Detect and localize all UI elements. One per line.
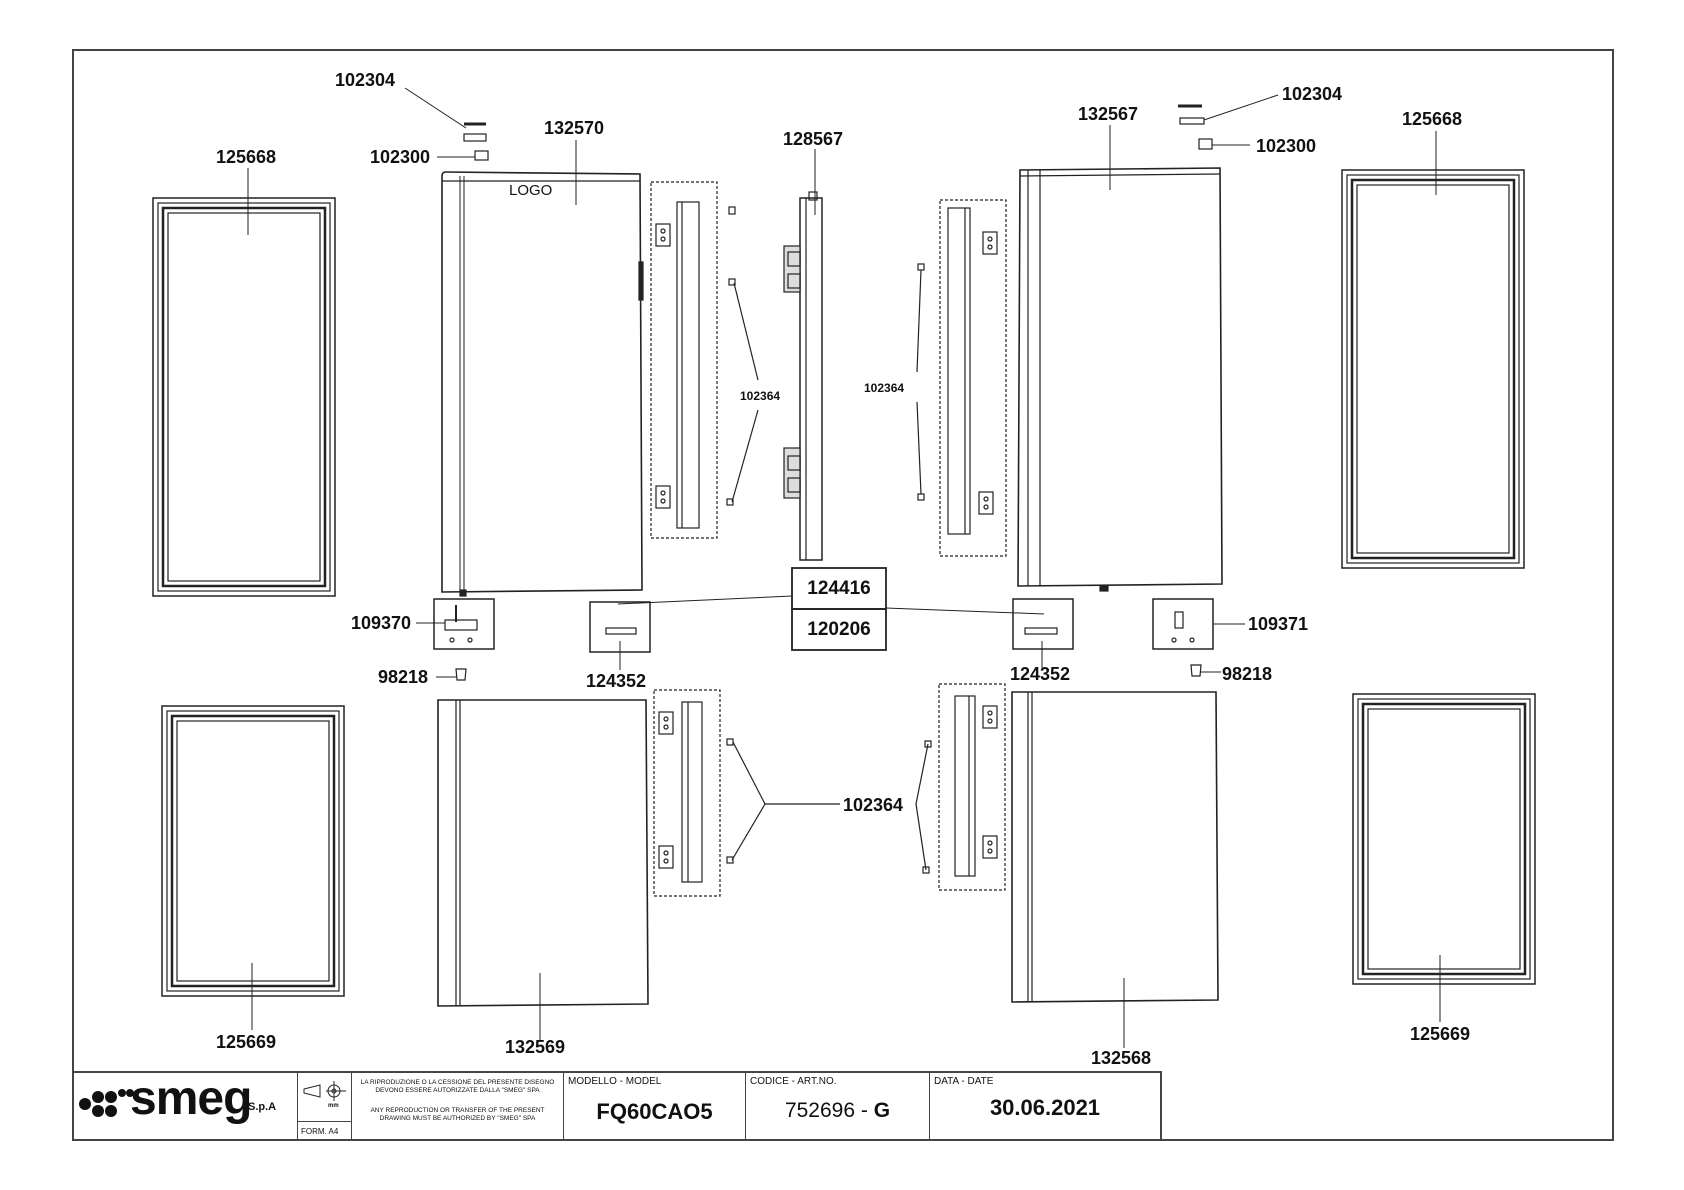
projection-cell: mm FORM. A4 [298, 1073, 352, 1141]
gasket-125668-right [1341, 169, 1525, 569]
date-value: 30.06.2021 [989, 1095, 1101, 1120]
notice-italian: LA RIPRODUZIONE O LA CESSIONE DEL PRESEN… [360, 1079, 555, 1094]
label-98218-right: 98218 [1222, 664, 1273, 684]
label-132569: 132569 [505, 1037, 566, 1057]
label-132568: 132568 [1091, 1048, 1152, 1068]
model-value: FQ60CAO5 [596, 1099, 713, 1124]
hinge-109370 [433, 598, 495, 650]
bracket-102304-left [463, 122, 487, 142]
ref-box-120206 [791, 608, 887, 651]
title-block: smeg S.p.A mm FORM. A4 LA RIPRODUZIONE O… [72, 1071, 1162, 1141]
handle-assembly-top-left [650, 181, 718, 539]
part-102300-left [474, 150, 489, 161]
label-128567: 128567 [783, 129, 844, 149]
label-125668-left: 125668 [216, 147, 277, 167]
model-cell: MODELLO - MODEL FQ60CAO5 [564, 1073, 746, 1141]
hinge-124352-right [1012, 598, 1074, 650]
handle-assembly-bottom-right [938, 683, 1006, 891]
code-caption: CODICE - ART.NO. [750, 1076, 837, 1087]
label-102364-bottom: 102364 [843, 795, 904, 815]
notice-cell: LA RIPRODUZIONE O LA CESSIONE DEL PRESEN… [352, 1073, 564, 1141]
leader-lines [247, 87, 1441, 1048]
handle-assembly-bottom-left [653, 689, 721, 897]
door-132568 [1011, 691, 1219, 1003]
label-124416: 124416 [807, 577, 871, 599]
logo-placeholder: LOGO [509, 182, 553, 199]
code-value-line: 752696 - G [746, 1099, 929, 1123]
handle-assembly-top-right [939, 199, 1007, 557]
label-102304-left: 102304 [335, 70, 396, 90]
label-102304-right: 102304 [1282, 84, 1343, 104]
unit-label: mm [328, 1103, 339, 1109]
gasket-125669-right [1352, 693, 1536, 985]
drawing-sheet [72, 49, 1614, 1141]
smeg-logo-dots-icon [79, 1089, 134, 1117]
bracket-102304-right [1178, 104, 1205, 125]
notice-english: ANY REPRODUCTION OR TRANSFER OF THE PRES… [370, 1107, 545, 1122]
hinge-bar-128567 [783, 191, 823, 561]
screws-top-left [726, 206, 759, 506]
part-102300-right [1198, 138, 1213, 150]
label-125669-left: 125669 [216, 1032, 277, 1052]
code-separator: - [855, 1099, 874, 1122]
code-cell: CODICE - ART.NO. 752696 - G [746, 1073, 930, 1141]
date-caption: DATA - DATE [934, 1076, 994, 1087]
label-120206: 120206 [807, 618, 871, 640]
date-cell: DATA - DATE 30.06.2021 [930, 1073, 1160, 1141]
door-132567 [1017, 167, 1223, 592]
label-98218-left: 98218 [378, 667, 429, 687]
hinge-109371 [1152, 598, 1214, 650]
label-124352-left: 124352 [586, 671, 647, 691]
label-102364-top-left: 102364 [740, 389, 781, 403]
format-label: FORM. A4 [301, 1127, 339, 1136]
gasket-125668-left [152, 197, 336, 597]
label-102364-top-right: 102364 [864, 381, 905, 395]
brand-name: smeg [130, 1072, 252, 1125]
screws-bottom [726, 738, 932, 874]
label-109371: 109371 [1248, 614, 1309, 634]
door-132570 [441, 171, 644, 597]
label-102300-right: 102300 [1256, 136, 1317, 156]
part-98218-right [1190, 664, 1202, 677]
label-132570: 132570 [544, 118, 605, 138]
label-102300-left: 102300 [370, 147, 431, 167]
brand-suffix: S.p.A [248, 1101, 277, 1113]
label-125668-right: 125668 [1402, 109, 1463, 129]
part-98218-left [455, 668, 467, 681]
label-109370: 109370 [351, 613, 412, 633]
door-132569 [437, 699, 649, 1007]
label-132567: 132567 [1078, 104, 1139, 124]
gasket-125669-left [161, 705, 345, 997]
label-125669-right: 125669 [1410, 1024, 1471, 1044]
model-caption: MODELLO - MODEL [568, 1076, 662, 1087]
code-revision: G [873, 1099, 891, 1122]
brand-cell: smeg S.p.A [72, 1072, 298, 1141]
screws-top-right [916, 263, 925, 501]
projection-symbol-icon [303, 1081, 346, 1101]
code-value: 752696 [784, 1099, 856, 1122]
label-124352-right: 124352 [1010, 664, 1071, 684]
